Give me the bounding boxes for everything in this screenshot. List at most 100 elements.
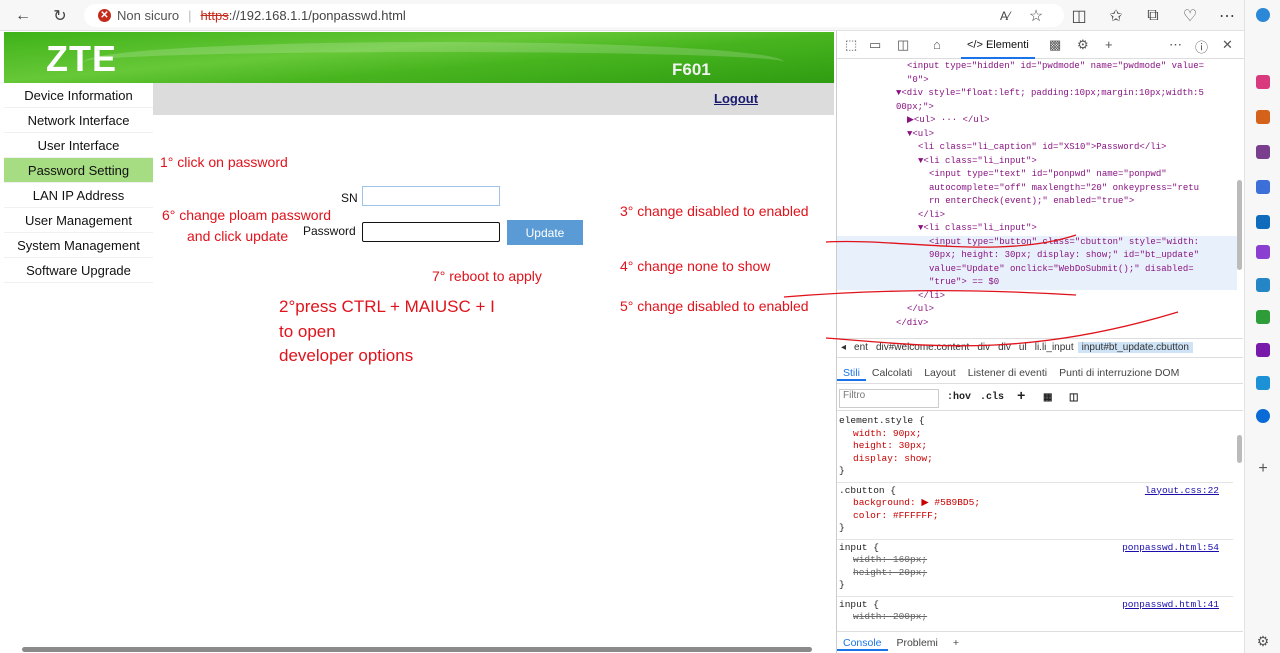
dom-line[interactable]: ▼<ul> bbox=[907, 128, 935, 139]
hov-toggle[interactable]: :hov bbox=[947, 392, 972, 403]
dom-line[interactable]: <li class="li_caption" id="XS10">Passwor… bbox=[918, 142, 1167, 152]
styles-tab[interactable]: Layout bbox=[924, 367, 956, 379]
menu-item-user-interface[interactable]: User Interface bbox=[4, 133, 153, 158]
breadcrumb-scroll-left-icon[interactable]: ◂ bbox=[841, 342, 847, 353]
rule-property[interactable]: color: #FFFFFF; bbox=[853, 509, 939, 521]
read-aloud-icon[interactable]: A⁄ bbox=[999, 8, 1010, 23]
favorite-star-icon[interactable]: ☆ bbox=[1028, 7, 1044, 25]
rule-source-link[interactable]: ponpasswd.html:41 bbox=[1122, 598, 1219, 610]
skype-icon[interactable] bbox=[1256, 376, 1270, 390]
horizontal-scroll-thumb[interactable] bbox=[22, 647, 812, 652]
dom-scrollbar[interactable] bbox=[1235, 60, 1243, 336]
tools-icon[interactable] bbox=[1256, 110, 1270, 124]
breadcrumb-item[interactable]: ent bbox=[854, 342, 868, 353]
sidebar-toggle-icon[interactable]: ◫ bbox=[1069, 393, 1079, 404]
dom-line[interactable]: autocomplete="off" maxlength="20" onkeyp… bbox=[929, 182, 1200, 193]
dom-line[interactable]: ▼<li class="li_input"> bbox=[918, 223, 1037, 233]
dom-line[interactable]: </ul> bbox=[907, 304, 935, 314]
dom-line[interactable]: 00px;"> bbox=[896, 101, 934, 112]
styles-tab[interactable]: Punti di interruzione DOM bbox=[1059, 367, 1180, 379]
password-input[interactable] bbox=[362, 222, 500, 242]
breadcrumb-item[interactable]: li.li_input bbox=[1034, 342, 1074, 353]
menu-item-lan-ip-address[interactable]: LAN IP Address bbox=[4, 183, 153, 208]
tab-elements[interactable]: </> Elementi bbox=[961, 31, 1035, 59]
more-menu-icon[interactable]: ⋯ bbox=[1219, 7, 1235, 25]
rule-selector[interactable]: input { bbox=[839, 598, 879, 610]
horizontal-scrollbar[interactable] bbox=[0, 644, 836, 653]
browser-essentials-icon[interactable]: ♡ bbox=[1182, 7, 1198, 25]
dom-line[interactable]: </div> bbox=[896, 317, 929, 328]
dom-line[interactable]: <input type="hidden" id="pwdmode" name="… bbox=[907, 61, 1205, 71]
split-screen-icon[interactable]: ◫ bbox=[1071, 7, 1087, 25]
tab-console[interactable]: Console bbox=[837, 637, 888, 651]
dom-tree[interactable]: <input type="hidden" id="pwdmode" name="… bbox=[837, 60, 1237, 336]
rules-scroll-thumb[interactable] bbox=[1237, 435, 1242, 463]
close-icon[interactable]: ✕ bbox=[1222, 37, 1233, 52]
rule-property[interactable]: height: 30px; bbox=[853, 440, 928, 451]
rule-source-link[interactable]: layout.css:22 bbox=[1144, 484, 1219, 496]
menu-item-password-setting[interactable]: Password Setting bbox=[4, 158, 153, 183]
menu-item-user-management[interactable]: User Management bbox=[4, 208, 153, 233]
inspect-icon[interactable]: ⬚ bbox=[845, 37, 858, 52]
styles-tab[interactable]: Stili bbox=[837, 367, 866, 381]
styles-tab[interactable]: Listener di eventi bbox=[967, 367, 1048, 379]
add-drawer-tab-icon[interactable]: + bbox=[952, 637, 959, 649]
breadcrumb-item[interactable]: input#bt_update.cbutton bbox=[1077, 342, 1193, 353]
dom-scroll-thumb[interactable] bbox=[1237, 180, 1242, 270]
dom-line[interactable]: value="Update" onclick="WebDoSubmit();" … bbox=[837, 262, 1237, 276]
rules-scrollbar[interactable] bbox=[1235, 413, 1243, 623]
rule-source-link[interactable]: ponpasswd.html:54 bbox=[1122, 541, 1219, 553]
dom-line[interactable]: </li> bbox=[918, 290, 946, 301]
styles-tab[interactable]: Calcolati bbox=[871, 367, 913, 379]
office-icon[interactable] bbox=[1256, 180, 1270, 194]
dom-line[interactable]: ▶<ul> ··· </ul> bbox=[907, 115, 990, 125]
welcome-home-icon[interactable]: ⌂ bbox=[933, 37, 941, 52]
breadcrumb-item[interactable]: div#welcome.content bbox=[875, 342, 970, 353]
rule-selector[interactable]: element.style { bbox=[839, 415, 925, 426]
telegram-icon[interactable] bbox=[1256, 278, 1270, 292]
paint-icon[interactable]: ▦ bbox=[1043, 393, 1053, 404]
tab-problems[interactable]: Problemi bbox=[896, 637, 938, 649]
dom-line[interactable]: rn enterCheck(event);" enabled="true"> bbox=[929, 196, 1135, 206]
rule-property[interactable]: background: ▶ #5B9BD5; bbox=[853, 497, 981, 508]
bug-icon[interactable]: ⚙ bbox=[1077, 37, 1089, 52]
console-icon[interactable]: ▩ bbox=[1049, 37, 1062, 52]
dom-line[interactable]: </li> bbox=[918, 209, 946, 220]
back-icon[interactable]: ← bbox=[15, 6, 31, 24]
breadcrumb-item[interactable]: ul bbox=[1018, 342, 1027, 353]
dock-icon[interactable]: ◫ bbox=[897, 37, 910, 52]
rule-selector[interactable]: input { bbox=[839, 541, 879, 553]
reload-icon[interactable]: ↻ bbox=[53, 7, 67, 25]
dom-line[interactable]: ▼<div style="float:left; padding:10px;ma… bbox=[896, 88, 1204, 98]
shopping-icon[interactable] bbox=[1256, 75, 1270, 89]
onedrive-icon[interactable] bbox=[1256, 409, 1270, 423]
breadcrumb-item[interactable]: div bbox=[998, 342, 1011, 353]
device-emulation-icon[interactable]: ▭ bbox=[869, 37, 882, 52]
dom-line[interactable]: "true"> == $0 bbox=[837, 276, 1237, 290]
address-bar[interactable]: ✕ Non sicuro | https ://192.168.1.1/ponp… bbox=[84, 4, 1064, 27]
menu-item-system-management[interactable]: System Management bbox=[4, 233, 153, 258]
rule-property[interactable]: height: 20px; bbox=[853, 566, 928, 578]
tree-icon[interactable] bbox=[1256, 310, 1270, 324]
sn-input[interactable] bbox=[362, 186, 500, 206]
outlook-icon[interactable] bbox=[1256, 215, 1270, 229]
settings-gear-icon[interactable]: ⚙ bbox=[1256, 633, 1270, 649]
rule-property[interactable]: width: 200px; bbox=[853, 611, 928, 622]
new-rule-icon[interactable]: + bbox=[1017, 389, 1026, 405]
onenote-icon[interactable] bbox=[1256, 343, 1270, 357]
styles-filter-input[interactable]: Filtro bbox=[839, 389, 939, 408]
add-sidebar-app-icon[interactable]: + bbox=[1258, 460, 1268, 477]
logout-link[interactable]: Logout bbox=[714, 91, 759, 106]
breadcrumb-item[interactable]: div bbox=[977, 342, 991, 353]
rule-property[interactable]: display: show; bbox=[853, 452, 933, 464]
dom-line[interactable]: <input type="text" id="ponpwd" name="pon… bbox=[929, 169, 1167, 179]
games-icon[interactable] bbox=[1256, 145, 1270, 159]
more-tools-icon[interactable]: ⋯ bbox=[1169, 37, 1182, 52]
menu-item-network-interface[interactable]: Network Interface bbox=[4, 108, 153, 133]
cls-toggle[interactable]: .cls bbox=[980, 392, 1005, 403]
rule-property[interactable]: width: 160px; bbox=[853, 554, 928, 565]
menu-item-software-upgrade[interactable]: Software Upgrade bbox=[4, 258, 153, 283]
rule-property[interactable]: width: 90px; bbox=[853, 427, 922, 439]
dom-line[interactable]: 90px; height: 30px; display: show;" id="… bbox=[837, 249, 1237, 263]
designer-icon[interactable] bbox=[1256, 245, 1270, 259]
